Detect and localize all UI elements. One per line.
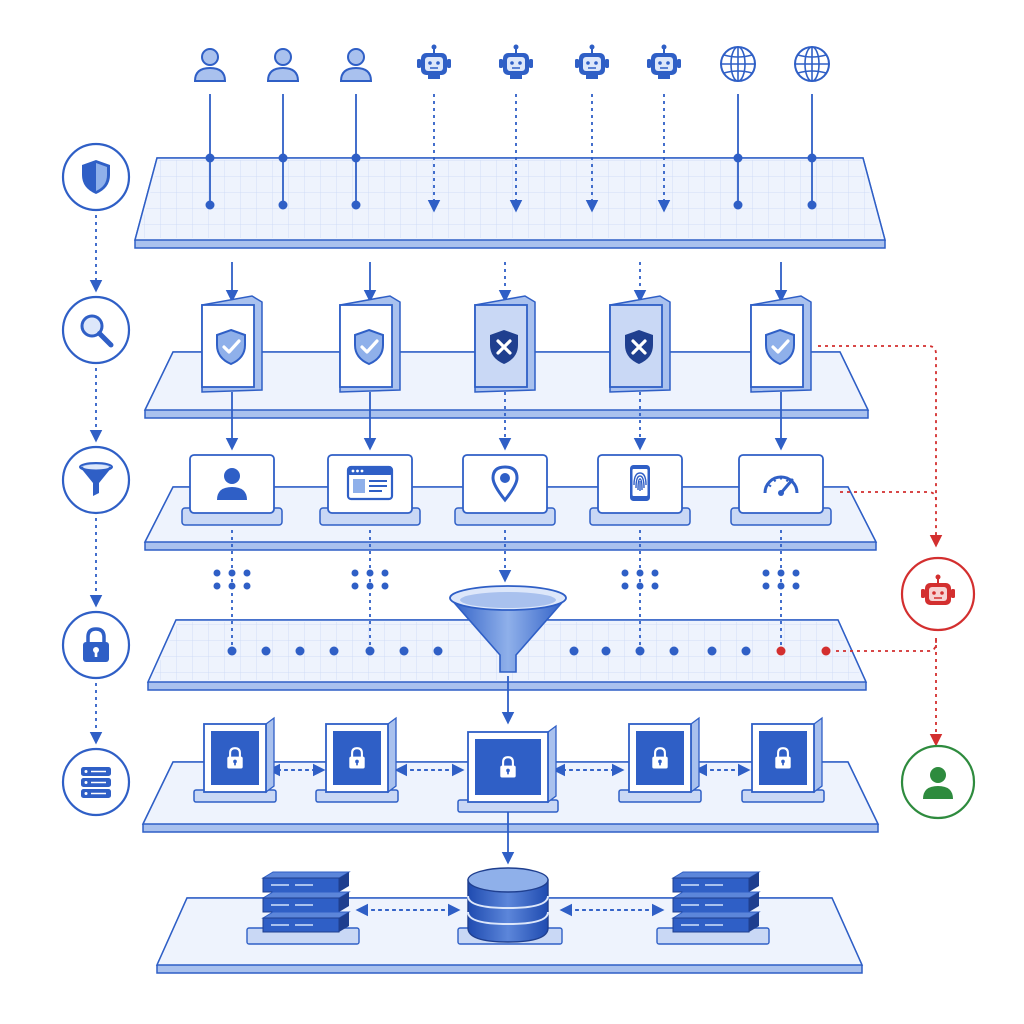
database-icon	[80, 766, 112, 799]
signal-dot	[621, 582, 629, 590]
user-icon	[267, 48, 299, 82]
storage-database-center	[457, 867, 563, 945]
outcome-verified-user	[900, 744, 976, 820]
connector-dot	[351, 200, 361, 210]
stage-database	[61, 747, 131, 817]
signal-card	[589, 454, 691, 526]
aggregation-dot	[227, 646, 237, 656]
connector-dot	[278, 153, 288, 163]
aggregation-dot	[569, 646, 579, 656]
signal-card	[454, 454, 556, 526]
verification-card-allow	[201, 295, 263, 393]
signal-card	[319, 454, 421, 526]
robot-icon	[574, 44, 610, 80]
connector-dot	[351, 153, 361, 163]
connector-dot	[205, 200, 215, 210]
signal-dot	[351, 582, 359, 590]
signal-dot	[366, 569, 374, 577]
signal-dot	[381, 582, 389, 590]
user-icon	[923, 767, 953, 799]
connector-dot	[807, 200, 817, 210]
storage-server-right	[656, 871, 770, 945]
signal-dot	[777, 569, 785, 577]
fingerprint-phone-icon	[629, 464, 651, 502]
outcome-blocked-bot	[900, 556, 976, 632]
vault-3	[457, 724, 559, 813]
signal-dot	[366, 582, 374, 590]
robot-icon	[498, 44, 534, 80]
verification-card-block	[474, 295, 536, 393]
signal-dot	[213, 569, 221, 577]
aggregation-dot	[399, 646, 409, 656]
flagged-dot	[821, 646, 831, 656]
connector-dot	[205, 153, 215, 163]
stage-magnifier	[61, 295, 131, 365]
signal-dot	[636, 582, 644, 590]
robot-icon	[416, 44, 452, 80]
signal-dot	[792, 582, 800, 590]
robot-icon	[646, 44, 682, 80]
aggregation-dot	[635, 646, 645, 656]
aggregation-dot	[707, 646, 717, 656]
user-icon	[194, 48, 226, 82]
verification-card-allow	[750, 295, 812, 393]
flagged-dot	[776, 646, 786, 656]
connector-dot	[733, 153, 743, 163]
aggregation-dot	[329, 646, 339, 656]
signal-dot	[777, 582, 785, 590]
signal-dot	[762, 582, 770, 590]
signal-dot	[213, 582, 221, 590]
storage-server-left	[246, 871, 360, 945]
stage-padlock	[61, 610, 131, 680]
signal-dot	[228, 582, 236, 590]
signal-dot	[636, 569, 644, 577]
stage-shield	[61, 142, 131, 212]
stage-funnel	[61, 445, 131, 515]
signal-dot	[381, 569, 389, 577]
vault-5	[741, 716, 825, 803]
platform-layers	[134, 157, 886, 974]
user-icon	[340, 48, 372, 82]
browser-window-icon	[346, 465, 394, 501]
verification-card-allow	[339, 295, 401, 393]
aggregation-dot	[261, 646, 271, 656]
aggregation-dot	[433, 646, 443, 656]
aggregation-funnel	[449, 585, 567, 673]
aggregation-dot	[669, 646, 679, 656]
signal-dot	[651, 569, 659, 577]
card-screen	[738, 454, 824, 514]
signal-dot	[651, 582, 659, 590]
aggregation-dot	[295, 646, 305, 656]
connector-dot	[733, 200, 743, 210]
deny-path-signals	[840, 491, 937, 501]
aggregation-dot	[601, 646, 611, 656]
globe-icon	[794, 46, 830, 82]
signal-dot	[762, 569, 770, 577]
verification-card-block	[609, 295, 671, 393]
signal-dot	[792, 569, 800, 577]
signal-dot	[621, 569, 629, 577]
aggregation-dot	[365, 646, 375, 656]
signal-dot	[228, 569, 236, 577]
aggregation-dot	[741, 646, 751, 656]
signal-card	[730, 454, 832, 526]
database-cylinder-icon	[467, 879, 549, 943]
globe-icon	[720, 46, 756, 82]
robot-icon	[921, 574, 955, 605]
signal-dot	[351, 569, 359, 577]
vault-1	[193, 716, 277, 803]
layer-ingress	[134, 157, 886, 249]
deny-path-aggregation	[836, 636, 937, 652]
signal-card	[181, 454, 283, 526]
connector-dot	[807, 153, 817, 163]
vault-4	[618, 716, 702, 803]
signal-dot	[243, 582, 251, 590]
diagram-nodes	[61, 44, 976, 945]
signal-dot	[243, 569, 251, 577]
connector-dot	[278, 200, 288, 210]
vault-2	[315, 716, 399, 803]
